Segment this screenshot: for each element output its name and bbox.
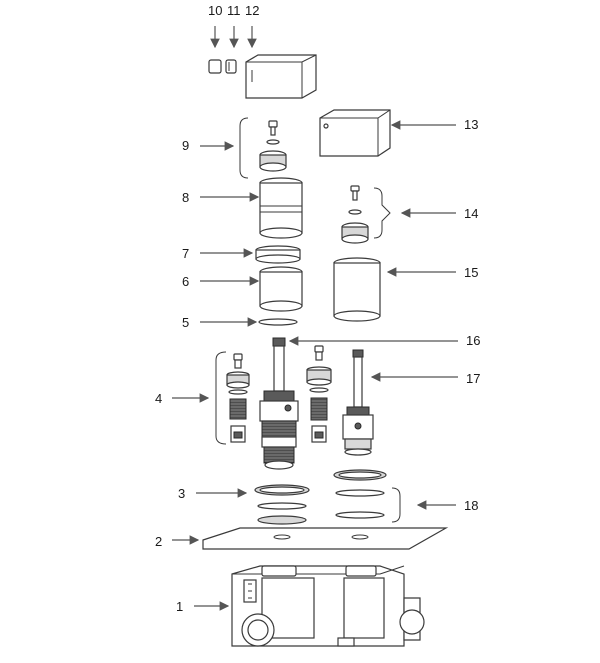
part-1-valve-body (231, 565, 425, 647)
bracket-14 (373, 187, 391, 239)
part-12-handle-block (245, 54, 317, 99)
label-3: 3 (178, 486, 185, 501)
label-7: 7 (182, 246, 189, 261)
label-12: 12 (245, 3, 259, 18)
part-2-gasket-plate (202, 527, 449, 550)
bracket-18 (391, 487, 401, 523)
part-8-sleeve (259, 177, 303, 239)
label-11: 11 (227, 3, 241, 18)
part-15-sleeve (333, 257, 381, 322)
part-4-right-components (306, 345, 332, 443)
part-3-seal-rings (254, 484, 310, 525)
label-16: 16 (466, 333, 480, 348)
part-17-flow-cartridge (342, 349, 374, 456)
label-6: 6 (182, 274, 189, 289)
part-16-thermostatic-cartridge (259, 337, 299, 470)
part-14-screw-assembly (341, 185, 369, 244)
label-8: 8 (182, 190, 189, 205)
label-10: 10 (208, 3, 222, 18)
label-15: 15 (464, 265, 478, 280)
part-4-left-components (226, 353, 250, 443)
part-18-seal-rings (333, 469, 387, 519)
part-10-cap (208, 59, 222, 74)
part-11-cap (225, 59, 237, 74)
label-9: 9 (182, 138, 189, 153)
part-7-ring (255, 245, 301, 264)
part-5-o-ring (258, 318, 298, 326)
label-1: 1 (176, 599, 183, 614)
label-13: 13 (464, 117, 478, 132)
part-6-sleeve (259, 266, 303, 312)
label-2: 2 (155, 534, 162, 549)
label-17: 17 (466, 371, 480, 386)
label-5: 5 (182, 315, 189, 330)
label-4: 4 (155, 391, 162, 406)
label-14: 14 (464, 206, 478, 221)
part-9-screw-assembly (259, 120, 287, 172)
label-18: 18 (464, 498, 478, 513)
bracket-4 (215, 351, 227, 445)
group-brackets (215, 117, 401, 523)
bracket-9 (239, 117, 249, 179)
part-13-handle-block (319, 109, 391, 157)
leader-arrows (172, 26, 458, 611)
